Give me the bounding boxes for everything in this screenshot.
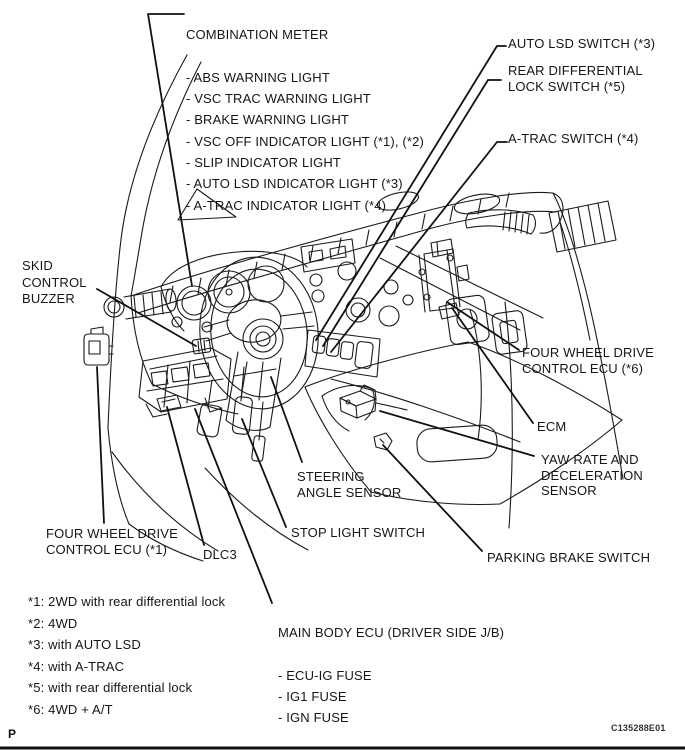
four-wheel-drive-ecu-1-label: FOUR WHEEL DRIVE CONTROL ECU (*1) xyxy=(46,526,178,557)
steering-angle-sensor-label: STEERING ANGLE SENSOR xyxy=(297,469,402,500)
main-body-ecu-items: - ECU-IG FUSE - IG1 FUSE - IGN FUSE xyxy=(278,667,372,726)
combination-meter-callout: COMBINATION METER - ABS WARNING LIGHT - … xyxy=(186,3,424,237)
junction-block-assembly xyxy=(138,347,232,418)
four-wheel-drive-ecu-6-part xyxy=(418,238,470,320)
windshield-reflection xyxy=(177,188,237,221)
combination-meter-items: - ABS WARNING LIGHT - VSC TRAC WARNING L… xyxy=(186,69,424,213)
dlc3-connector xyxy=(156,394,182,412)
rear-diff-lock-switch-label: REAR DIFFERENTIAL LOCK SWITCH (*5) xyxy=(508,63,643,94)
leader-lines xyxy=(96,13,535,604)
steering-column xyxy=(225,351,282,431)
four-wheel-drive-ecu-1-part xyxy=(83,326,114,366)
figure-code: C135288E01 xyxy=(611,723,666,733)
four-wheel-drive-ecu-6-label: FOUR WHEEL DRIVE CONTROL ECU (*6) xyxy=(522,345,654,376)
dlc3-label: DLC3 xyxy=(203,547,237,562)
auto-lsd-switch-label: AUTO LSD SWITCH (*3) xyxy=(508,36,656,51)
skid-control-buzzer-label: SKID CONTROL BUZZER xyxy=(22,258,87,306)
skid-control-buzzer-part xyxy=(191,337,212,355)
main-body-ecu-title: MAIN BODY ECU (DRIVER SIDE J/B) xyxy=(278,625,505,641)
parking-brake-switch-part xyxy=(373,432,393,451)
stop-light-switch-label: STOP LIGHT SWITCH xyxy=(291,525,426,540)
main-body-ecu-callout: MAIN BODY ECU (DRIVER SIDE J/B) - ECU-IG… xyxy=(278,601,504,750)
yaw-rate-sensor-label: YAW RATE AND DECELERATION SENSOR xyxy=(541,452,643,498)
center-console xyxy=(304,341,623,506)
page-corner-mark: P xyxy=(8,727,17,741)
combination-meter-title: COMBINATION METER xyxy=(186,27,329,43)
center-stack xyxy=(300,238,528,355)
door-lines xyxy=(504,192,624,529)
side-vent-grille xyxy=(548,200,617,253)
footnotes: *1: 2WD with rear differential lock *2: … xyxy=(28,594,226,717)
steering-wheel xyxy=(199,256,319,410)
floor-lines xyxy=(111,451,309,562)
ecm-label: ECM xyxy=(537,419,567,434)
dash-top xyxy=(130,191,564,441)
grab-handle xyxy=(465,209,536,235)
pedals xyxy=(196,366,266,462)
a-pillar xyxy=(107,54,202,525)
a-trac-switch-label: A-TRAC SWITCH (*4) xyxy=(508,131,639,146)
yaw-rate-sensor-part xyxy=(339,384,408,419)
parking-brake-switch-label: PARKING BRAKE SWITCH xyxy=(487,550,651,565)
